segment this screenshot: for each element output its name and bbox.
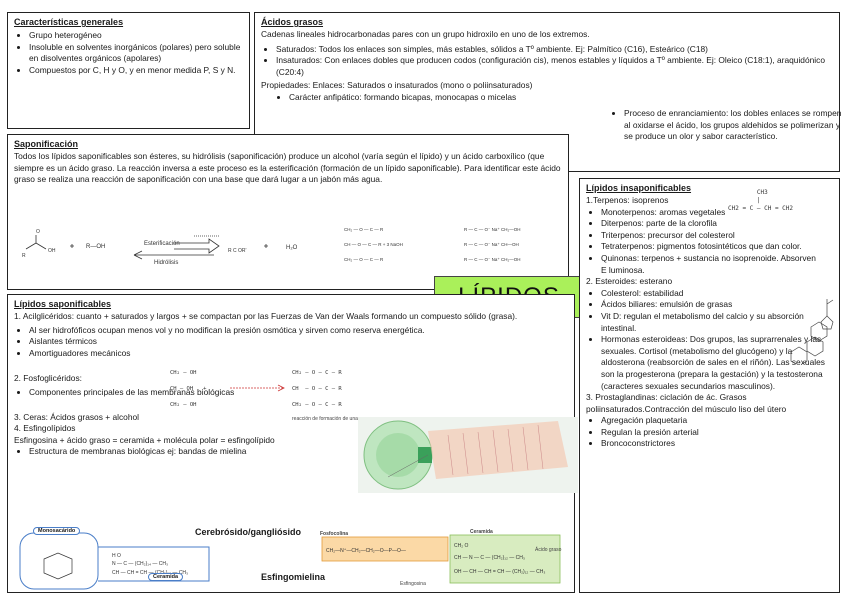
list-item: Amortiguadores mecánicos <box>29 348 568 360</box>
cerebrosido-structure: H O N — C — (CH₂)₁₄ — CH₃ CH — CH = CH —… <box>19 532 210 590</box>
isoprene-structure: CH3 | CH2 = C — CH = CH2 <box>728 189 794 212</box>
insaponificables-box: Lípidos insaponificables 1.Terpenos: iso… <box>579 178 840 593</box>
saponificacion-text: Todos los lípidos saponificables son ést… <box>14 151 561 185</box>
ceras-text: 3. Ceras: Ácidos grasos + alcohol <box>14 411 139 422</box>
esfingolipido-def: Esfingosina + ácido graso = ceramida + m… <box>14 434 275 445</box>
svg-text:CH₂ — O — C — R: CH₂ — O — C — R <box>344 257 384 262</box>
saponificacion-box: Saponificación Todos los lípidos saponif… <box>7 134 569 290</box>
fosfogliceridos-text: 2. Fosfoglicéridos: <box>14 373 82 384</box>
acido-graso-tag: Ácido graso <box>535 547 562 553</box>
svg-text:R — C — O⁻ Na⁺ CH—OH: R — C — O⁻ Na⁺ CH—OH <box>464 242 519 247</box>
list-item: Insoluble en solventes inorgánicos (pola… <box>29 42 243 65</box>
svg-text:R: R <box>22 253 26 259</box>
list-item: Grupo heterogéneo <box>29 30 243 42</box>
ceramida-tag-2: Ceramida <box>470 529 493 535</box>
list-item: Quinonas: terpenos + sustancia no isopre… <box>601 253 821 276</box>
reaction-arrow <box>230 384 285 392</box>
esfingolipidos-text: 4. Esfingolípidos <box>14 423 76 434</box>
esfingosina-tag: Esfingosina <box>400 581 426 587</box>
svg-text:H O: H O <box>112 553 121 559</box>
steroid-skeleton-icon <box>790 299 834 364</box>
list-item: Broncoconstrictores <box>601 438 833 450</box>
list-item: Monoterpenos: aromas vegetales <box>601 207 833 219</box>
svg-text:CH₂ O: CH₂ O <box>454 543 469 549</box>
terpenos-text: 1.Terpenos: isoprenos <box>586 195 669 205</box>
svg-text:R C OR': R C OR' <box>228 248 247 254</box>
triglyceride-structure: CH₂ — O — C — R CH — O — C — R CH₂ — O —… <box>292 370 342 408</box>
svg-text:CH — O — C — R + 3 NaOH: CH — O — C — R + 3 NaOH <box>344 242 403 247</box>
list-item: Insaturados: Con enlaces dobles que prod… <box>276 55 833 78</box>
monosacarido-tag: Monosacárido <box>33 527 81 535</box>
acidos-propiedades: Propiedades: Enlaces: Saturados o insatu… <box>261 80 533 91</box>
list-item: Estructura de membranas biológicas ej: b… <box>29 446 568 458</box>
reaction-caption: reacción de formación de una grasa <box>292 416 372 422</box>
list-item: Hormonas esteroideas: Dos grupos, las su… <box>601 334 833 392</box>
list-item: Diterpenos: parte de la clorofila <box>601 218 833 230</box>
list-item: Vit D: regulan el metabolismo del calcio… <box>601 311 811 334</box>
esfingomielina-label: Esfingomielina <box>261 572 326 582</box>
arrow-bottom-label: Hidrólisis <box>154 260 178 266</box>
list-item: Tetraterpenos: pigmentos fotosintéticos … <box>601 241 811 253</box>
generales-title: Características generales <box>14 17 124 27</box>
generales-box: Características generales Grupo heterogé… <box>7 12 250 129</box>
esteroides-text: 2. Esteroides: esterano <box>586 276 673 287</box>
svg-text:R — C — O⁻ Na⁺ CH₂—OH: R — C — O⁻ Na⁺ CH₂—OH <box>464 257 521 262</box>
list-item: Colesterol: estabilidad <box>601 288 833 300</box>
list-item: Compuestos por C, H y O, y en menor medi… <box>29 65 243 77</box>
prostaglandinas-text: 3. Prostaglandinas: ciclación de ác. Gra… <box>586 392 787 414</box>
fosfocolina-tag: Fosfocolina <box>320 531 349 537</box>
svg-text:H₂O: H₂O <box>286 245 298 251</box>
glycerol-structure: CH₂ — OH CH — OH + CH₂ — OH <box>170 370 207 408</box>
list-item: Agregación plaquetaria <box>601 415 833 427</box>
saponificables-box: Lípidos saponificables 1. Acilglicéridos… <box>7 294 578 593</box>
acilgliceridos-text: 1. Acilglicéridos: cuanto + saturados y … <box>14 311 518 321</box>
svg-text:N — C — (CH₂)₁₄ — CH₃: N — C — (CH₂)₁₄ — CH₃ <box>112 561 168 567</box>
membrane-bilayer-image <box>358 417 578 493</box>
list-item: Proceso de enranciamiento: los dobles en… <box>624 108 846 143</box>
list-item: Regulan la presión arterial <box>601 427 833 439</box>
acidos-title: Ácidos grasos <box>261 17 324 27</box>
list-item: Aislantes térmicos <box>29 336 568 348</box>
esfingomielina-structure: CH₂—N⁺—CH₂—CH₂—O—P—O— CH₂ O CH — N — C —… <box>321 534 561 584</box>
saponificacion-title: Saponificación <box>14 139 79 149</box>
list-item: Al ser hidrofóficos ocupan menos vol y n… <box>29 325 568 337</box>
list-item: Saturados: Todos los enlaces son simples… <box>276 44 833 56</box>
acidos-intro: Cadenas lineales hidrocarbonadas pares c… <box>261 29 590 39</box>
svg-text:CH₂ — O — C — R: CH₂ — O — C — R <box>344 227 384 232</box>
list-item: Triterpenos: precursor del colesterol <box>601 230 833 242</box>
svg-text:CH — N — C — (CH₂)₁₂ — CH₃: CH — N — C — (CH₂)₁₂ — CH₃ <box>454 555 525 561</box>
list-item: Componentes principales de las membranas… <box>29 387 568 399</box>
cerebrosido-label: Cerebrósido/gangliósido <box>195 527 302 537</box>
svg-text:R — C — O⁻ Na⁺ CH₂—OH: R — C — O⁻ Na⁺ CH₂—OH <box>464 227 521 232</box>
list-item: Ácidos biliares: emulsión de grasas <box>601 299 833 311</box>
svg-text:OH — CH — CH = CH — (CH₂)₁₂ —: OH — CH — CH = CH — (CH₂)₁₂ — CH₃ <box>454 569 545 575</box>
arrow-top-label: Esterificación <box>144 241 180 247</box>
svg-text:CH₂—N⁺—CH₂—CH₂—O—P—O—: CH₂—N⁺—CH₂—CH₂—O—P—O— <box>326 548 406 554</box>
svg-text:OH: OH <box>48 248 56 254</box>
svg-text:O: O <box>36 229 40 235</box>
saponificables-title: Lípidos saponificables <box>14 299 112 309</box>
saponification-reaction-diagram: R O OH R—OH Esterificación Hidrólisis R … <box>22 227 521 266</box>
list-item: Carácter anfipático: formando bicapas, m… <box>289 92 589 104</box>
formula-roh: R—OH <box>86 244 105 250</box>
insaponificables-title: Lípidos insaponificables <box>586 183 692 193</box>
ceramida-tag: Ceramida <box>148 573 184 581</box>
